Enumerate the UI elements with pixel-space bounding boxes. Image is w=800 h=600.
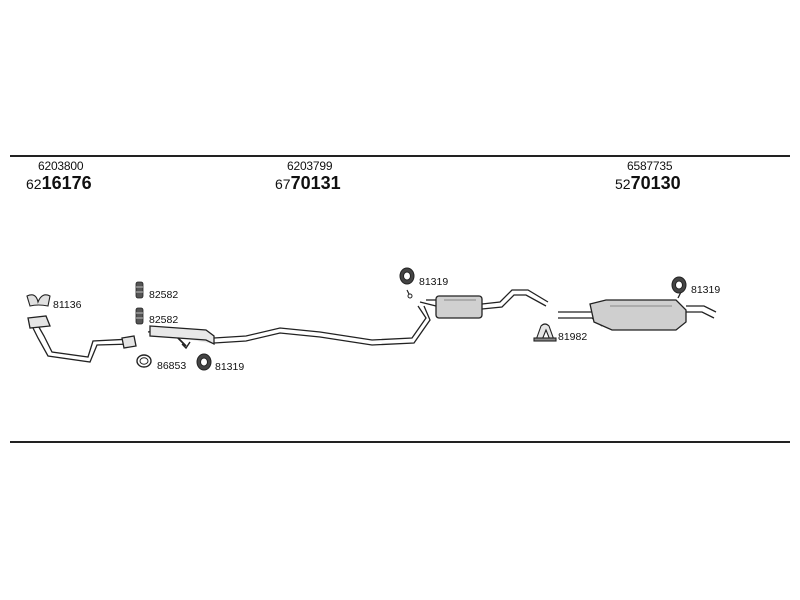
- group-front-sub-number: 6203800: [38, 159, 84, 173]
- group-middle-sub-number: 6203799: [287, 159, 333, 173]
- label-clamp-ring: 86853: [157, 360, 186, 372]
- label-gasket: 81136: [53, 299, 82, 311]
- label-hanger-b: 82582: [149, 314, 178, 326]
- front-pipe[interactable]: [27, 315, 137, 363]
- hanger-a-icon[interactable]: [135, 281, 144, 299]
- middle-pipe[interactable]: [147, 305, 431, 350]
- rubber-mount-icon-3[interactable]: [671, 276, 687, 294]
- group-middle-pipe: 6203799 6770131: [275, 159, 341, 194]
- group-front-pipe: 6203800 6216176: [26, 159, 92, 194]
- group-rear-silencer: 6587735 5270130: [615, 159, 681, 194]
- label-mount-3: 81319: [691, 284, 720, 296]
- group-middle-prefix: 67: [275, 176, 291, 192]
- intermediate-silencer[interactable]: [419, 289, 549, 319]
- group-rear-prefix: 52: [615, 176, 631, 192]
- gasket-icon[interactable]: [26, 294, 51, 307]
- rubber-mount-icon-1[interactable]: [196, 353, 212, 371]
- group-front-main: 16176: [41, 173, 92, 193]
- label-u-clamp: 81982: [558, 331, 587, 343]
- group-front-prefix: 62: [26, 176, 42, 192]
- group-rear-sub-number: 6587735: [627, 159, 673, 173]
- label-mount-1: 81319: [215, 361, 244, 373]
- clamp-ring-icon[interactable]: [136, 354, 152, 368]
- label-hanger-a: 82582: [149, 289, 178, 301]
- u-clamp-icon[interactable]: [533, 323, 557, 342]
- bottom-rule: [10, 441, 790, 443]
- top-rule: [10, 155, 790, 157]
- group-middle-set-number: 6770131: [275, 173, 341, 194]
- rear-silencer[interactable]: [558, 289, 717, 331]
- label-mount-2: 81319: [419, 276, 448, 288]
- hanger-b-icon[interactable]: [135, 307, 144, 325]
- group-rear-main: 70130: [630, 173, 681, 193]
- rubber-mount-icon-2[interactable]: [399, 267, 415, 299]
- group-rear-set-number: 5270130: [615, 173, 681, 194]
- group-front-set-number: 6216176: [26, 173, 92, 194]
- group-middle-main: 70131: [290, 173, 341, 193]
